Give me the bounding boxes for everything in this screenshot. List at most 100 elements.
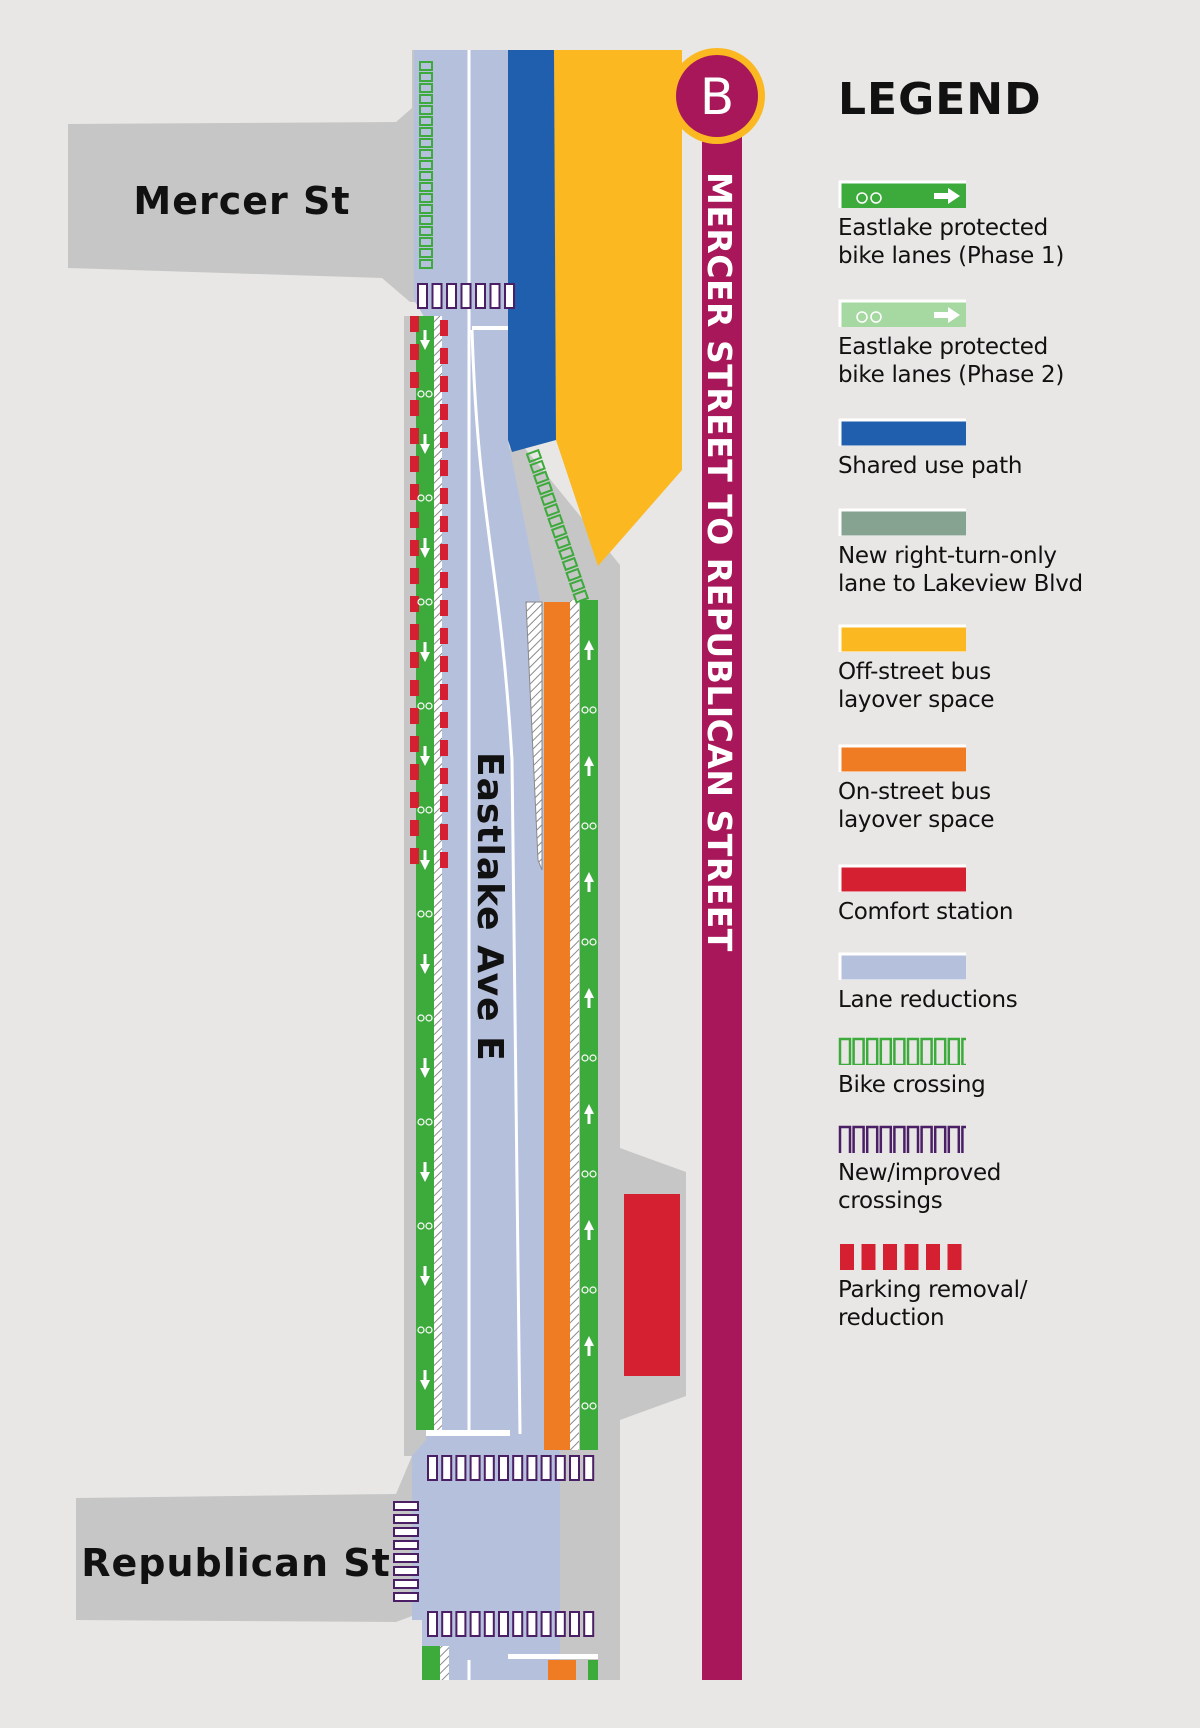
parking-removal-dash [410,372,419,388]
parking-dash [883,1244,897,1270]
crossing-box [920,1125,933,1153]
parking-removal-dash [410,316,419,332]
swatch-fill [838,864,966,892]
parking-removal-dash [410,764,419,780]
legend-swatch [838,952,966,980]
parking-removal-dash [440,572,448,588]
bike-crossing-box [554,535,572,550]
parking-removal-dash [410,820,419,836]
parking-removal-dash [410,652,419,668]
legend-item: Bike crossing [838,1037,986,1099]
bike-crossings [419,61,590,604]
parking-removal-dash [410,624,419,640]
bike-icon [417,598,425,606]
lane-reductions [412,50,560,1680]
segment-bar [702,100,742,1680]
crossing-box [947,1037,961,1065]
bike-icon [589,1054,597,1062]
parking-removal-dash [410,792,419,808]
bike-lane-northbound [580,600,598,1450]
crossing-box [554,1611,566,1637]
bike-crossing-box [419,83,433,93]
parking-removal-dash [410,512,419,528]
down-arrow-icon [420,1266,430,1286]
crossing-box [879,1125,893,1153]
up-arrow-icon [584,988,594,1008]
crossing-box [569,1611,580,1637]
legend-item: Eastlake protected bike lanes (Phase 1) [838,180,1064,270]
legend-label: New/improved crossings [838,1160,1002,1214]
legend-item: Comfort station [838,864,1013,926]
down-arrow-icon [420,330,430,350]
bike-icon [870,311,882,323]
bike-crossing-box [419,61,433,71]
crossing-box [893,1037,906,1065]
parking-removal-dash [410,456,419,472]
swatch-fill [838,624,966,652]
legend-swatch [838,864,966,892]
bike-lane-buffer [570,600,579,1450]
crossing-box [933,1037,947,1065]
bike-crossing-box [561,556,579,572]
crossing-box [540,1455,552,1481]
bike-icon [581,706,589,714]
bike-crossing-box [419,116,433,126]
bike-lane-buffer [440,1646,449,1680]
crossing-box [483,1455,495,1481]
stop-bar [472,326,508,330]
parking-removal-dash [410,596,419,612]
bike-crossing-box [419,127,433,137]
bike-crossing-box [547,513,564,528]
bike-crossing-box [419,105,433,115]
bike-icon [589,822,597,830]
street-label-mercer: Mercer St [133,179,350,223]
crossing-box [947,1125,961,1153]
parking-removal-dash [440,488,448,504]
bike-crossing-box [536,481,554,496]
crossing-box [489,283,501,309]
down-arrow-icon [420,954,430,974]
down-arrow-icon [420,434,430,454]
bike-icon [425,1326,433,1334]
swatch-fill [838,744,966,772]
bike-icon [425,598,433,606]
parking-removal-dash [440,712,448,728]
crossing-box [455,1455,467,1481]
bike-icon [425,494,433,502]
crossing-box [504,283,515,309]
bike-crossing-box [419,182,433,192]
crossing-box [933,1125,947,1153]
legend-label: Bike crossing [838,1072,986,1098]
swatch-fill [838,418,966,446]
bike-icon [589,706,597,714]
bike-crossing-box [419,72,433,82]
northbound-arrows [581,640,597,1410]
crossing-box [393,1566,419,1576]
crossing-box [583,1611,595,1637]
crossing-box [583,1455,595,1481]
parking-removal-dash [440,404,448,420]
legend-item: Off-street bus layover space [838,624,995,714]
bike-icon [417,1326,425,1334]
bike-crossing-box [419,226,433,236]
bike-lane-northbound [588,1660,598,1680]
crossing-box [540,1611,552,1637]
crossing-box [460,283,472,309]
bike-icon [425,1222,433,1230]
legend-swatch [840,1244,962,1270]
legend-item: Lane reductions [838,952,1018,1014]
bike-crossing-box [419,171,433,181]
bike-icon [589,1402,597,1410]
crossing-box [446,283,457,309]
on-street-bus-layover [544,602,574,1450]
bike-icon [417,910,425,918]
bike-icon [417,390,425,398]
crossing-box [920,1037,933,1065]
crossing-box [961,1125,966,1153]
parking-removal-dash [410,344,419,360]
legend-label: Off-street bus layover space [838,659,995,713]
bike-icon [417,806,425,814]
bike-crossing-box [550,524,568,539]
bike-icon [856,192,868,204]
legend: LEGEND Eastlake protected bike lanes (Ph… [838,72,1178,1331]
